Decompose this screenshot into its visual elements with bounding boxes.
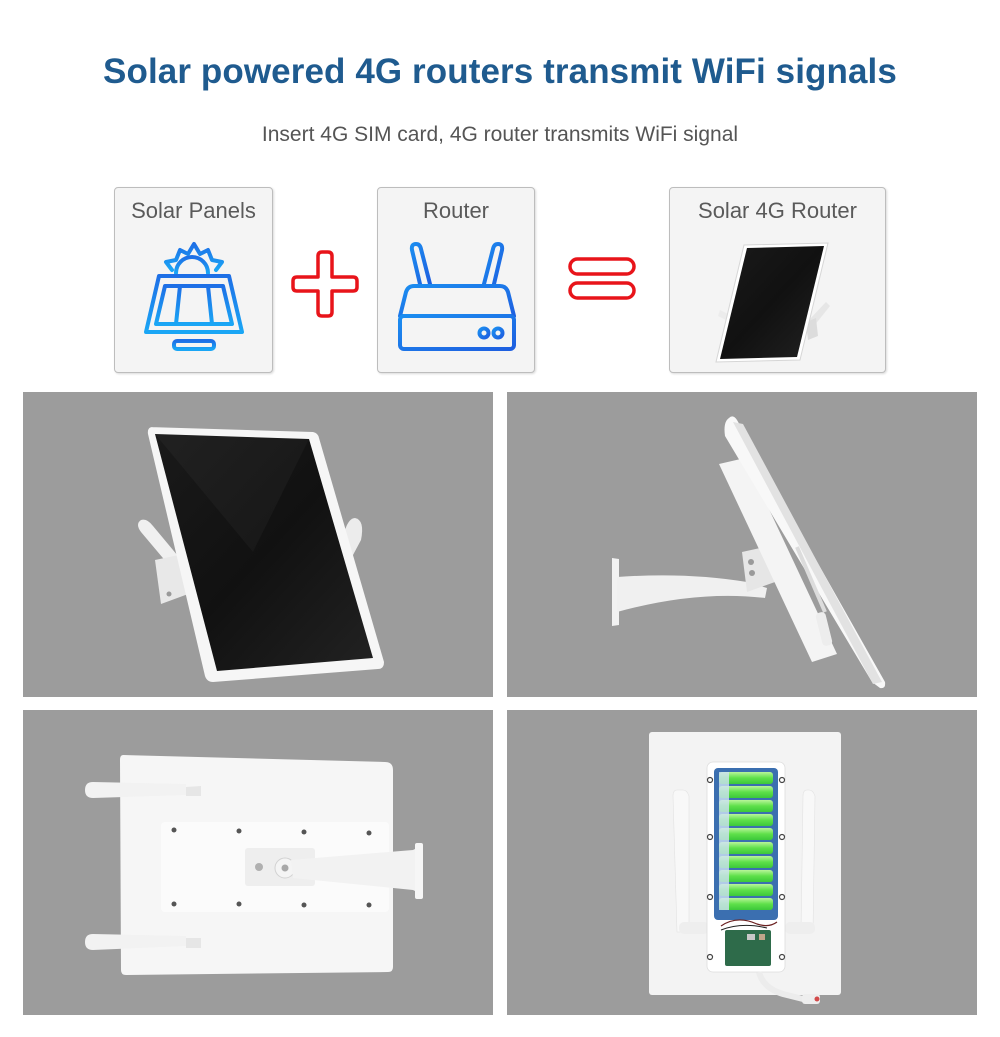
product-front-view xyxy=(23,392,493,697)
router-icon xyxy=(398,242,516,351)
page-title: Solar powered 4G routers transmit WiFi s… xyxy=(103,52,897,91)
product-battery-view xyxy=(507,710,977,1015)
solar-4g-router-label: Solar 4G Router xyxy=(698,198,857,223)
product-side-view xyxy=(507,392,977,697)
solar-panels-card: Solar Panels xyxy=(114,187,273,373)
plus-icon xyxy=(291,250,359,318)
solar-4g-router-product xyxy=(715,242,830,363)
product-back-view xyxy=(23,710,493,1015)
solar-4g-router-card: Solar 4G Router xyxy=(669,187,886,373)
router-card: Router xyxy=(377,187,535,373)
router-label: Router xyxy=(422,198,490,223)
equals-icon xyxy=(568,257,636,300)
page-subtitle: Insert 4G SIM card, 4G router transmits … xyxy=(261,123,739,146)
solar-panel-icon xyxy=(144,242,244,351)
solar-panels-label: Solar Panels xyxy=(131,198,256,223)
